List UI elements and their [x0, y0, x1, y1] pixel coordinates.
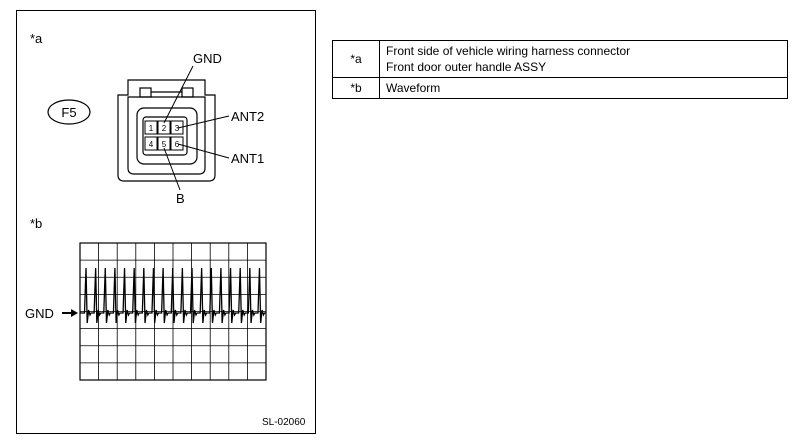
label-a: *a [30, 31, 43, 46]
pin-grid: 1 2 3 4 5 6 [144, 120, 184, 151]
label-b: *b [30, 216, 42, 231]
waveform-trace [80, 267, 266, 324]
callout-ant2: ANT2 [231, 109, 264, 124]
legend-row: *b Waveform [332, 77, 788, 99]
callout-gnd: GND [193, 51, 222, 66]
figure-frame [16, 10, 316, 434]
legend-key: *b [332, 77, 380, 99]
callout-b: B [176, 191, 185, 206]
pin-1: 1 [149, 124, 154, 133]
legend-line: Waveform [386, 81, 441, 95]
callout-lines [163, 65, 230, 191]
legend-line: Front door outer handle ASSY [386, 60, 547, 74]
legend-description: Front side of vehicle wiring harness con… [379, 40, 788, 78]
connector-drawing [117, 79, 216, 182]
connector-id: F5 [61, 105, 76, 120]
gnd-arrow-icon [62, 309, 78, 317]
pin-5: 5 [162, 140, 167, 149]
legend-key: *a [332, 40, 380, 78]
pin-6: 6 [175, 140, 180, 149]
figure-id: SL-02060 [262, 417, 306, 428]
pin-2: 2 [162, 124, 167, 133]
legend-table: *a Front side of vehicle wiring harness … [332, 40, 788, 99]
pin-3: 3 [175, 124, 180, 133]
legend-line: Front side of vehicle wiring harness con… [386, 44, 631, 58]
pin-4: 4 [149, 140, 154, 149]
waveform-gnd-label: GND [25, 306, 54, 321]
connector-id-badge: F5 [47, 99, 91, 125]
waveform-grid [79, 242, 267, 381]
legend-row: *a Front side of vehicle wiring harness … [332, 40, 788, 78]
callout-ant1: ANT1 [231, 151, 264, 166]
legend-description: Waveform [379, 77, 788, 99]
